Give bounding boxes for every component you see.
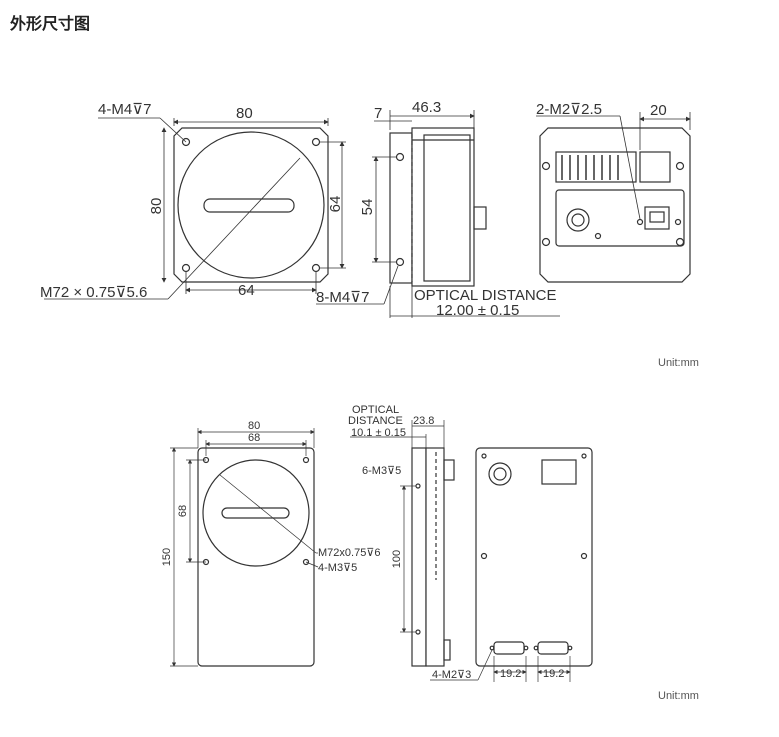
bottom-back-spacing-left: 19.2 [500, 668, 521, 680]
top-side-labels: 46.3 7 54 8-M4⊽7 OPTICAL DISTANCE 12.00 … [316, 99, 557, 319]
top-side-hole-spacing: 54 [359, 199, 376, 216]
bottom-front-view [197, 447, 315, 667]
bottom-front-dimensions [170, 428, 319, 667]
unit-label-bottom: Unit:mm [658, 690, 699, 702]
bottom-back-labels: 4-M2⊽3 19.2 19.2 [432, 668, 564, 681]
bottom-side-depth: 23.8 [413, 415, 434, 427]
bottom-side-labels: OPTICAL DISTANCE 10.1 ± 0.15 23.8 6-M3⊽5… [348, 404, 434, 568]
top-front-mount-label: M72 × 0.75⊽5.6 [40, 284, 147, 301]
top-front-view [173, 127, 329, 283]
bottom-side-hole-spacing: 100 [391, 550, 403, 568]
top-front-width: 80 [236, 105, 253, 122]
bottom-front-labels: 80 68 150 68 M72x0.75⊽6 4-M3⊽5 [161, 420, 380, 574]
page-title: 外形尺寸图 [10, 14, 91, 33]
bottom-side-view [411, 447, 455, 667]
top-side-optical-value: 12.00 ± 0.15 [436, 302, 519, 319]
top-front-labels: 80 80 64 64 4-M4⊽7 M72 × 0.75⊽5.6 [40, 101, 344, 301]
top-front-hole-spacing-v: 64 [327, 196, 344, 213]
bottom-front-height: 150 [161, 548, 173, 566]
bottom-side-optical-label-2: DISTANCE [348, 415, 403, 427]
unit-label-top: Unit:mm [658, 357, 699, 369]
bottom-front-width: 80 [248, 420, 260, 432]
top-back-offset: 20 [650, 102, 667, 119]
top-back-holes-label: 2-M2⊽2.5 [536, 101, 602, 118]
bottom-back-dimensions [430, 649, 571, 682]
top-side-flange: 7 [374, 105, 382, 122]
bottom-side-optical-label-1: OPTICAL [352, 404, 399, 416]
top-side-view [389, 127, 487, 287]
bottom-back-holes-label: 4-M2⊽3 [432, 669, 471, 681]
top-back-view [539, 127, 691, 283]
bottom-back-spacing-right: 19.2 [543, 668, 564, 680]
top-back-labels: 2-M2⊽2.5 20 [536, 101, 667, 119]
top-front-height: 80 [148, 198, 165, 215]
top-front-dimensions [44, 117, 346, 300]
bottom-front-mount-label: M72x0.75⊽6 [318, 547, 380, 559]
bottom-side-optical-value: 10.1 ± 0.15 [351, 427, 406, 439]
top-side-holes-label: 8-M4⊽7 [316, 289, 370, 306]
bottom-front-holes-label: 4-M3⊽5 [318, 562, 357, 574]
top-back-dimensions [536, 112, 691, 220]
bottom-side-dimensions [350, 420, 445, 633]
top-side-dimensions [316, 110, 560, 318]
bottom-front-width-inner: 68 [248, 432, 260, 444]
bottom-back-view [475, 447, 593, 667]
top-side-optical-label: OPTICAL DISTANCE [414, 287, 557, 304]
top-front-hole-spacing-h: 64 [238, 282, 255, 299]
bottom-front-height-inner: 68 [177, 505, 189, 517]
top-side-depth: 46.3 [412, 99, 441, 116]
top-front-holes-label: 4-M4⊽7 [98, 101, 152, 118]
bottom-side-holes-top: 6-M3⊽5 [362, 465, 401, 477]
